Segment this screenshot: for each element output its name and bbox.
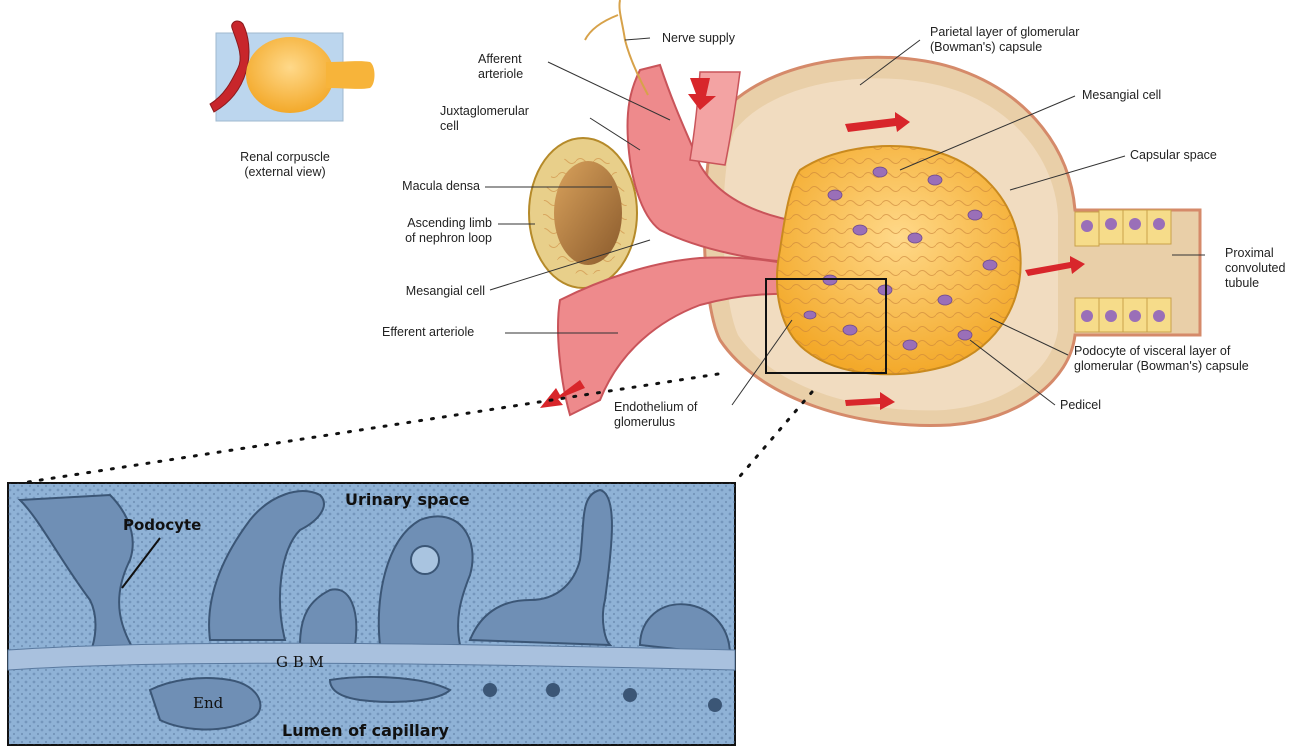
label-parietal-layer-line1: Parietal layer of glomerular — [930, 25, 1079, 40]
glomerulus-drawing — [777, 146, 1021, 374]
label-macula-densa: Macula densa — [340, 179, 480, 194]
label-juxtaglomerular-line1: Juxtaglomerular — [440, 104, 529, 119]
label-pedicel: Pedicel — [1060, 398, 1101, 413]
label-proximal-tubule-line3: tubule — [1225, 276, 1259, 291]
label-renal-corpuscle-line2: (external view) — [225, 165, 345, 180]
label-parietal-layer-line2: (Bowman's) capsule — [930, 40, 1042, 55]
label-endothelium-line2: glomerulus — [614, 415, 675, 430]
label-renal-corpuscle-line1: Renal corpuscle — [225, 150, 345, 165]
label-proximal-tubule-line2: convoluted — [1225, 261, 1285, 276]
label-afferent-line2: arteriole — [478, 67, 523, 82]
micrograph-label-lumen: Lumen of capillary — [282, 721, 449, 740]
label-proximal-tubule-line1: Proximal — [1225, 246, 1274, 261]
label-afferent-line1: Afferent — [478, 52, 522, 67]
label-podocyte-visceral-line1: Podocyte of visceral layer of — [1074, 344, 1230, 359]
dotted-connector-right — [735, 392, 812, 482]
label-ascending-limb-line1: Ascending limb — [330, 216, 492, 231]
label-mesangial-cell-left: Mesangial cell — [330, 284, 485, 299]
micrograph-label-gbm: G B M — [276, 653, 324, 671]
label-podocyte-visceral-line2: glomerular (Bowman's) capsule — [1074, 359, 1249, 374]
label-capsular-space: Capsular space — [1130, 148, 1217, 163]
label-endothelium-line1: Endothelium of — [614, 400, 697, 415]
external-view-inset — [210, 21, 375, 121]
label-juxtaglomerular-line2: cell — [440, 119, 459, 134]
label-ascending-limb-line2: of nephron loop — [330, 231, 492, 246]
label-nerve-supply: Nerve supply — [662, 31, 735, 46]
ascending-limb-drawing — [529, 138, 637, 288]
micrograph-label-urinary-space: Urinary space — [345, 490, 470, 509]
micrograph-label-podocyte: Podocyte — [123, 516, 201, 534]
electron-micrograph — [8, 483, 735, 745]
label-mesangial-cell-top: Mesangial cell — [1082, 88, 1161, 103]
label-efferent-arteriole: Efferent arteriole — [382, 325, 474, 340]
micrograph-label-endothelial: End — [193, 694, 223, 712]
